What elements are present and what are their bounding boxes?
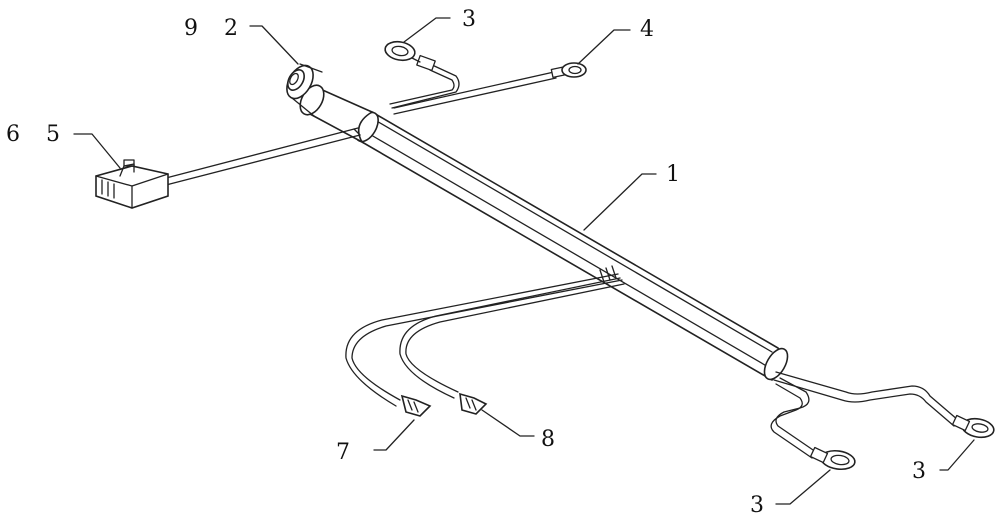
label-8: 8 (541, 427, 555, 452)
leader-lines (73, 17, 975, 505)
connector-part-5-6 (95, 159, 169, 209)
label-7: 7 (336, 440, 350, 465)
label-1: 1 (666, 162, 680, 187)
label-3-right: 3 (912, 459, 926, 484)
label-3-top: 3 (462, 7, 476, 32)
label-3-bottom: 3 (750, 493, 764, 518)
wires-to-connector-5 (165, 127, 361, 186)
callout-labels: 9 2 3 4 6 5 1 7 8 3 3 (6, 7, 926, 518)
wire-to-terminal-4 (393, 62, 587, 115)
wires-7-8 (345, 265, 625, 417)
label-5: 5 (46, 122, 60, 147)
label-9: 9 (184, 16, 198, 41)
grommet-part-2 (286, 63, 374, 144)
label-2: 2 (224, 16, 238, 41)
label-4: 4 (640, 17, 654, 42)
wire-to-terminal-3-top (384, 40, 460, 109)
label-6: 6 (6, 122, 20, 147)
main-sheath (355, 111, 789, 382)
wires-to-terminals-3-right (770, 371, 995, 471)
